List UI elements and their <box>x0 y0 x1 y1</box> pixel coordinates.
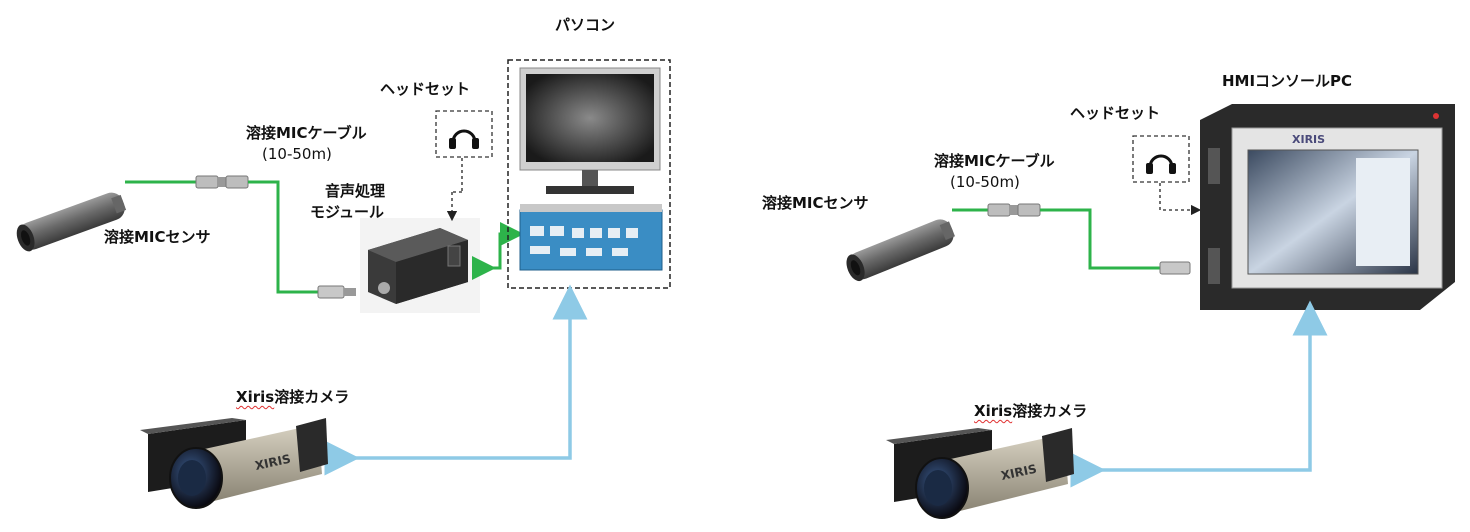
module-label-2: モジュール <box>310 203 384 221</box>
svg-text:XIRIS: XIRIS <box>1292 133 1325 146</box>
mic-sensor-icon <box>16 192 127 252</box>
sensor-label: 溶接MICセンサ <box>762 194 869 212</box>
sensor-label: 溶接MICセンサ <box>104 228 211 246</box>
pc-label: HMIコンソールPC <box>1222 72 1353 90</box>
headset-box <box>435 110 493 158</box>
headset-link <box>1159 183 1202 216</box>
connector-icon <box>1159 261 1191 275</box>
camera-label: Xiris溶接カメラ <box>236 388 349 407</box>
pc-label: パソコン <box>555 16 616 34</box>
cable-label: 溶接MICケーブル <box>246 124 367 142</box>
mic-cable-segment <box>248 180 318 294</box>
camera-label-xiris: Xiris <box>974 402 1013 420</box>
cable-length-label: (10-50m) <box>262 145 332 163</box>
camera-label-xiris: Xiris <box>236 388 275 406</box>
monitor-icon <box>519 67 661 194</box>
camera-pc-link <box>324 284 588 476</box>
pc-box-icon <box>519 204 663 271</box>
cable-length-label: (10-50m) <box>950 173 1020 191</box>
camera-label-rest: 溶接カメラ <box>274 388 350 406</box>
console-icon: XIRIS <box>1200 104 1455 310</box>
camera-icon: XIRIS <box>140 418 328 509</box>
headphone-icon <box>449 129 479 149</box>
headset-label: ヘッドセット <box>380 80 471 98</box>
mic-cable-segment <box>1040 208 1160 270</box>
module-pc-link <box>472 222 524 280</box>
camera-label: Xiris溶接カメラ <box>974 402 1087 421</box>
camera-label-rest: 溶接カメラ <box>1012 402 1088 420</box>
connector-icon <box>317 285 356 299</box>
headset-box <box>1132 135 1190 183</box>
cable-label: 溶接MICケーブル <box>934 152 1055 170</box>
headphone-icon <box>1146 154 1176 174</box>
camera-icon: XIRIS <box>886 428 1074 519</box>
camera-pc-link <box>1070 300 1328 488</box>
connector-icon <box>195 175 249 189</box>
headset-label: ヘッドセット <box>1070 104 1161 122</box>
audio-module-icon <box>360 218 480 313</box>
mic-sensor-icon <box>846 219 955 282</box>
module-label-1: 音声処理 <box>325 182 386 200</box>
pc-group-box <box>507 59 671 289</box>
connector-icon <box>987 203 1041 217</box>
